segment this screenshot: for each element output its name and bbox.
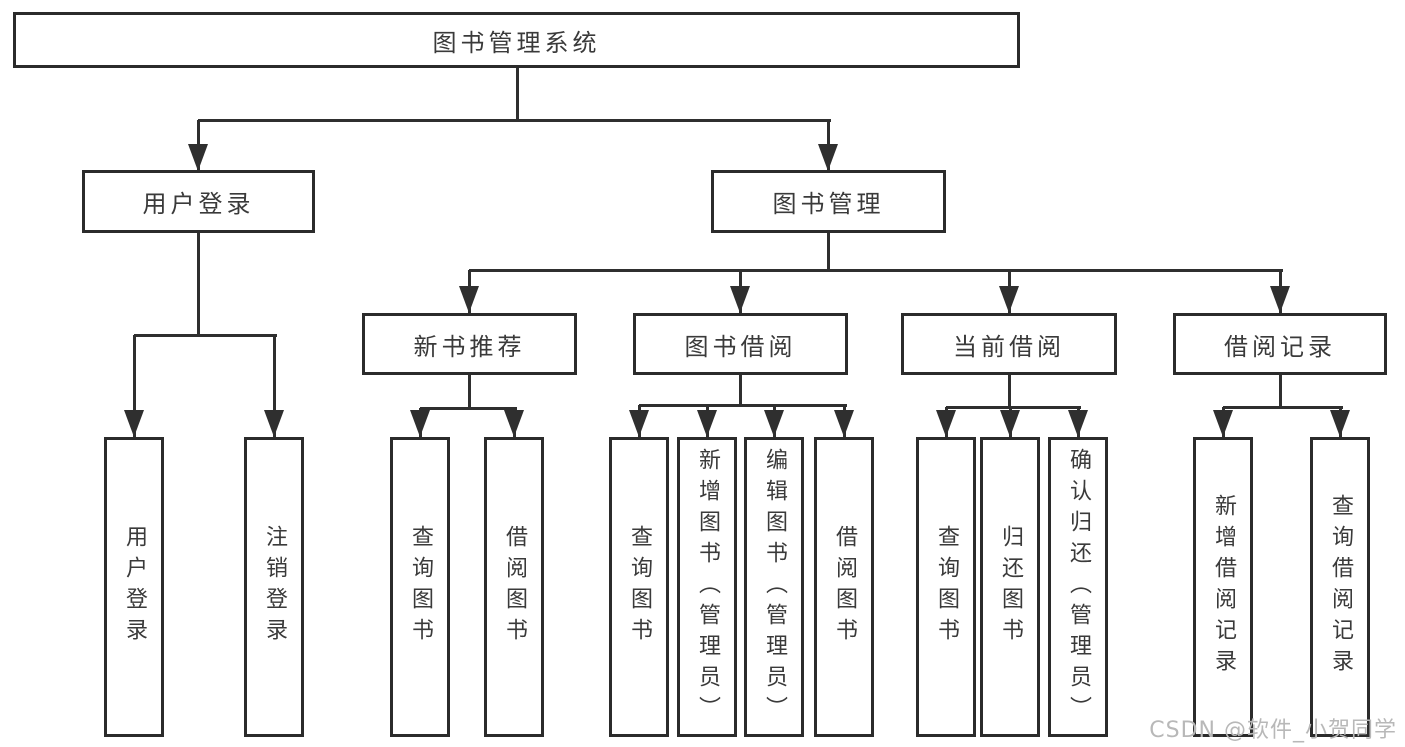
connector-line bbox=[739, 375, 742, 405]
leaf-label: 查询图书 bbox=[408, 525, 433, 649]
connector-line bbox=[1279, 375, 1282, 407]
leaf-label: 借阅图书 bbox=[832, 525, 857, 649]
node-borrowing-records: 借阅记录 bbox=[1173, 313, 1387, 375]
node-user-login: 用户登录 bbox=[82, 170, 315, 233]
leaf-return-books: 归还图书 bbox=[980, 437, 1040, 737]
leaf-label: 注销登录 bbox=[262, 525, 287, 649]
arrowhead-icon bbox=[999, 286, 1019, 313]
arrowhead-icon bbox=[1270, 286, 1290, 313]
node-book-management: 图书管理 bbox=[711, 170, 946, 233]
connector-line bbox=[273, 335, 276, 437]
arrowhead-icon bbox=[459, 286, 479, 313]
connector-line bbox=[420, 407, 517, 410]
arrowhead-icon bbox=[264, 410, 284, 437]
arrowhead-icon bbox=[410, 410, 430, 437]
leaf-label: 用户登录 bbox=[122, 525, 147, 649]
arrowhead-icon bbox=[1213, 410, 1233, 437]
leaf-edit-book-admin: 编辑图书（管理员） bbox=[744, 437, 804, 737]
leaf-label: 查询借阅记录 bbox=[1328, 494, 1353, 680]
connector-line bbox=[1223, 406, 1343, 409]
arrowhead-icon bbox=[1000, 410, 1020, 437]
arrowhead-icon bbox=[504, 410, 524, 437]
leaf-add-book-admin: 新增图书（管理员） bbox=[677, 437, 737, 737]
node-new-book-recommendation: 新书推荐 bbox=[362, 313, 577, 375]
leaf-label: 查询图书 bbox=[934, 525, 959, 649]
connector-line bbox=[468, 375, 471, 408]
node-library-management-system: 图书管理系统 bbox=[13, 12, 1020, 68]
leaf-query-books-3: 查询图书 bbox=[916, 437, 976, 737]
watermark: CSDN @软件_小贺同学 bbox=[1149, 718, 1397, 743]
leaf-label: 确认归还（管理员） bbox=[1066, 447, 1091, 727]
connector-line bbox=[197, 233, 200, 335]
arrowhead-icon bbox=[188, 144, 208, 171]
connector-line bbox=[133, 335, 136, 437]
leaf-label: 借阅图书 bbox=[502, 525, 527, 649]
arrowhead-icon bbox=[764, 410, 784, 437]
arrowhead-icon bbox=[629, 410, 649, 437]
connector-line bbox=[1008, 375, 1011, 407]
connector-line bbox=[134, 334, 277, 337]
node-current-borrowing: 当前借阅 bbox=[901, 313, 1117, 375]
leaf-label: 归还图书 bbox=[998, 525, 1023, 649]
arrowhead-icon bbox=[1330, 410, 1350, 437]
leaf-borrow-books-1: 借阅图书 bbox=[484, 437, 544, 737]
arrowhead-icon bbox=[936, 410, 956, 437]
node-book-borrowing: 图书借阅 bbox=[633, 313, 848, 375]
arrowhead-icon bbox=[834, 410, 854, 437]
arrowhead-icon bbox=[1068, 410, 1088, 437]
connector-line bbox=[469, 269, 1283, 272]
arrowhead-icon bbox=[818, 144, 838, 171]
leaf-label: 查询图书 bbox=[627, 525, 652, 649]
leaf-confirm-return-admin: 确认归还（管理员） bbox=[1048, 437, 1108, 737]
arrowhead-icon bbox=[697, 410, 717, 437]
connector-line bbox=[516, 68, 519, 120]
arrowhead-icon bbox=[730, 286, 750, 313]
leaf-label: 编辑图书（管理员） bbox=[762, 447, 787, 727]
leaf-label: 新增借阅记录 bbox=[1211, 494, 1236, 680]
leaf-logout: 注销登录 bbox=[244, 437, 304, 737]
connector-line bbox=[946, 406, 1081, 409]
leaf-user-login: 用户登录 bbox=[104, 437, 164, 737]
connector-line bbox=[198, 119, 831, 122]
leaf-label: 新增图书（管理员） bbox=[695, 447, 720, 727]
arrowhead-icon bbox=[124, 410, 144, 437]
leaf-add-borrow-record: 新增借阅记录 bbox=[1193, 437, 1253, 737]
leaf-query-books-2: 查询图书 bbox=[609, 437, 669, 737]
leaf-query-books-1: 查询图书 bbox=[390, 437, 450, 737]
leaf-query-borrow-record: 查询借阅记录 bbox=[1310, 437, 1370, 737]
connector-line bbox=[827, 233, 830, 270]
leaf-borrow-books-2: 借阅图书 bbox=[814, 437, 874, 737]
connector-line bbox=[639, 404, 847, 407]
